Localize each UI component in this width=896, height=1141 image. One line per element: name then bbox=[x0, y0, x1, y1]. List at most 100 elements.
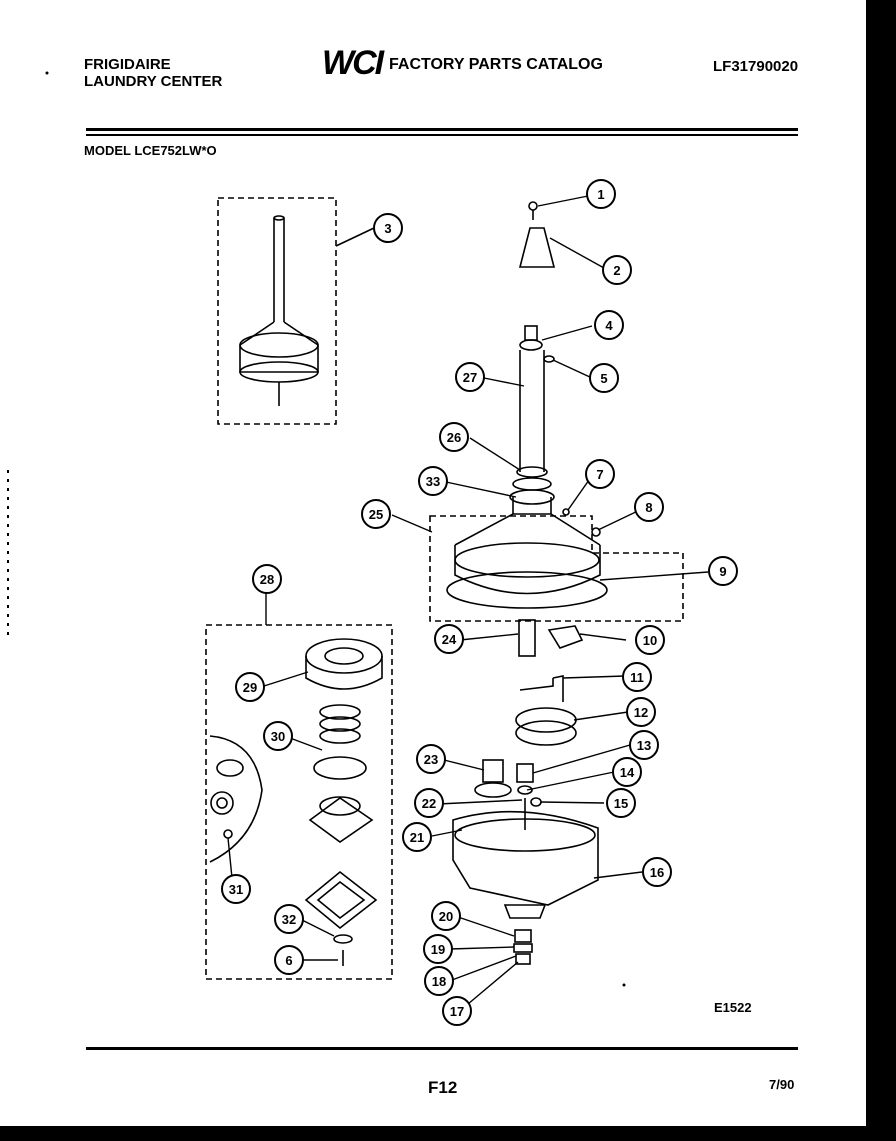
callout-number: 18 bbox=[432, 974, 446, 989]
wci-logo: WCI bbox=[322, 44, 384, 82]
model-number: MODEL LCE752LW*O bbox=[84, 143, 217, 158]
group-box-part-28 bbox=[205, 624, 393, 980]
callout-circle bbox=[629, 730, 659, 760]
callout-circle bbox=[263, 721, 293, 751]
diagram-code: E1522 bbox=[714, 1000, 752, 1015]
callout-number: 20 bbox=[439, 909, 453, 924]
callout-circle bbox=[274, 904, 304, 934]
callout-number: 1 bbox=[597, 187, 604, 202]
callout-number: 17 bbox=[450, 1004, 464, 1019]
callout-circle bbox=[416, 744, 446, 774]
callout-number: 4 bbox=[605, 318, 613, 333]
callout-circle bbox=[612, 757, 642, 787]
callout-circle bbox=[418, 466, 448, 496]
top-cover-drawing bbox=[446, 508, 608, 609]
callout-number: 33 bbox=[426, 474, 440, 489]
small-gears-drawing bbox=[474, 759, 542, 830]
callout-number: 26 bbox=[447, 430, 461, 445]
callout-number: 29 bbox=[243, 680, 257, 695]
callout-number: 6 bbox=[285, 953, 292, 968]
callout-number: 32 bbox=[282, 912, 296, 927]
callout-circle bbox=[455, 362, 485, 392]
callout-number: 24 bbox=[442, 632, 457, 647]
part-3-drawing bbox=[239, 215, 319, 406]
callout-number: 10 bbox=[643, 633, 657, 648]
callout-circle bbox=[708, 556, 738, 586]
callout-number: 11 bbox=[630, 670, 644, 685]
callout-circle bbox=[414, 788, 444, 818]
callout-circle bbox=[221, 874, 251, 904]
callout-circle bbox=[589, 363, 619, 393]
callout-circle bbox=[423, 934, 453, 964]
callout-number: 5 bbox=[600, 371, 607, 386]
callout-circle bbox=[606, 788, 636, 818]
callout-number: 15 bbox=[614, 796, 628, 811]
group-box-part-25 bbox=[429, 515, 684, 622]
scan-edge-bottom bbox=[0, 1126, 896, 1141]
part-1-drawing bbox=[528, 201, 538, 220]
product-line: LAUNDRY CENTER bbox=[84, 73, 223, 90]
callout-circle bbox=[602, 255, 632, 285]
callout-circle bbox=[626, 697, 656, 727]
callout-number: 23 bbox=[424, 752, 438, 767]
callout-circle bbox=[252, 564, 282, 594]
seal-and-bearing-drawing bbox=[209, 638, 383, 966]
callout-number: 16 bbox=[650, 865, 664, 880]
callout-circle bbox=[635, 625, 665, 655]
callout-circle bbox=[634, 492, 664, 522]
scan-speck bbox=[622, 983, 626, 987]
header-rule-top bbox=[86, 128, 798, 131]
callout-circle bbox=[402, 822, 432, 852]
callout-number: 7 bbox=[596, 467, 603, 482]
leader-3 bbox=[335, 227, 375, 247]
revision-date: 7/90 bbox=[769, 1077, 795, 1092]
callout-circle bbox=[274, 945, 304, 975]
callout-circle bbox=[594, 310, 624, 340]
scan-edge-right bbox=[866, 0, 896, 1141]
callout-number: 8 bbox=[645, 500, 652, 515]
callout-number: 3 bbox=[384, 221, 391, 236]
callout-circle bbox=[439, 422, 469, 452]
callout-number: 2 bbox=[613, 263, 620, 278]
callout-circle bbox=[424, 966, 454, 996]
callout-circle bbox=[235, 672, 265, 702]
callout-number: 28 bbox=[260, 572, 274, 587]
callout-number: 31 bbox=[229, 882, 243, 897]
callout-circle bbox=[642, 857, 672, 887]
callout-number: 27 bbox=[463, 370, 477, 385]
main-shaft-drawing bbox=[509, 325, 555, 514]
scan-speck bbox=[45, 71, 49, 75]
callout-circle bbox=[361, 499, 391, 529]
callout-number: 9 bbox=[719, 564, 726, 579]
callout-number: 21 bbox=[410, 830, 424, 845]
part-2-drawing bbox=[518, 227, 556, 268]
leader-lines bbox=[227, 195, 709, 1005]
catalog-number: LF31790020 bbox=[713, 58, 799, 75]
catalog-title: FACTORY PARTS CATALOG bbox=[389, 56, 603, 73]
callout-circle bbox=[622, 662, 652, 692]
callout-number: 19 bbox=[431, 942, 445, 957]
callout-number: 13 bbox=[637, 738, 651, 753]
page-number: F12 bbox=[428, 1078, 458, 1097]
callout-number: 12 bbox=[634, 705, 648, 720]
callout-circle bbox=[586, 179, 616, 209]
callout-number: 30 bbox=[271, 729, 285, 744]
callout-circle bbox=[434, 624, 464, 654]
callout-circle bbox=[585, 459, 615, 489]
callout-number: 22 bbox=[422, 796, 436, 811]
pinion-and-gears-drawing bbox=[515, 619, 584, 746]
callout-circle bbox=[431, 901, 461, 931]
callout-circle bbox=[373, 213, 403, 243]
footer-rule bbox=[86, 1047, 798, 1050]
group-box-part-3 bbox=[217, 197, 337, 425]
callout-circle bbox=[442, 996, 472, 1026]
callout-number: 14 bbox=[620, 765, 635, 780]
gear-housing-drawing bbox=[452, 810, 599, 965]
header-rule-bottom bbox=[86, 134, 798, 136]
brand-name: FRIGIDAIRE bbox=[84, 56, 171, 73]
callout-number: 25 bbox=[369, 507, 383, 522]
brand-block: FRIGIDAIRE LAUNDRY CENTER bbox=[84, 56, 222, 90]
